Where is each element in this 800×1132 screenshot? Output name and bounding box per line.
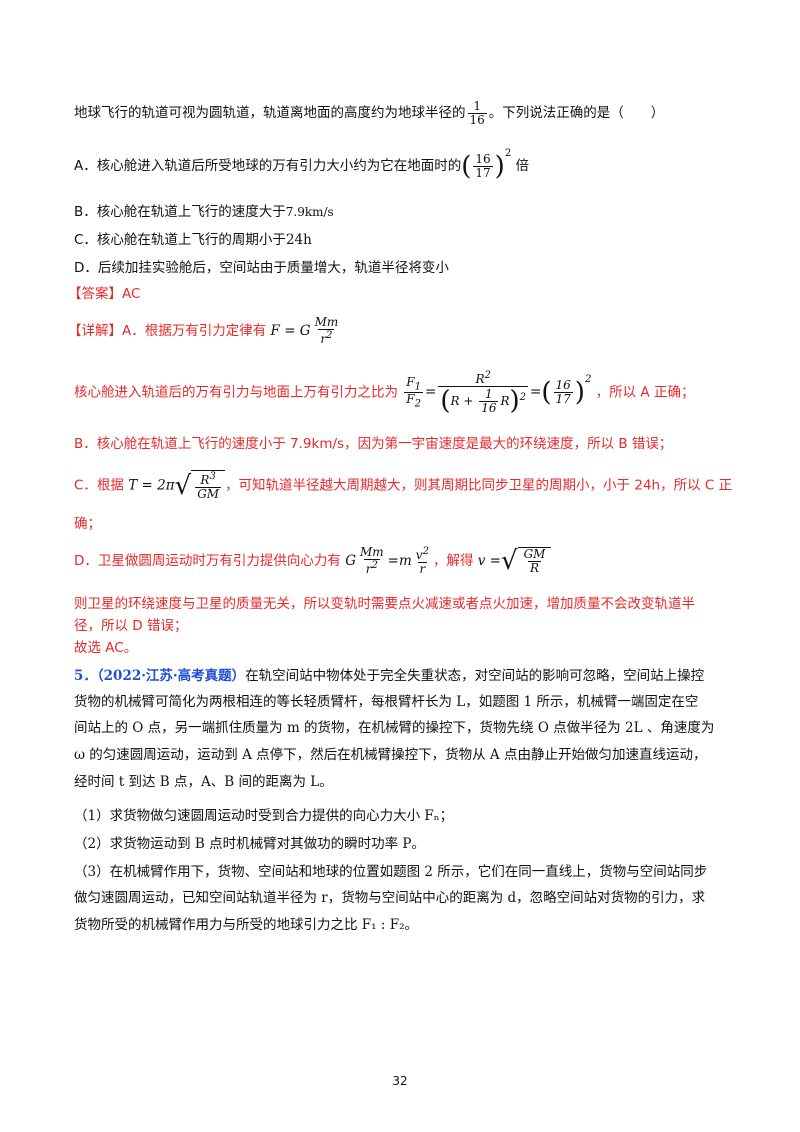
detail-line-8: 径，所以 D 错误； (74, 618, 188, 634)
option-d: D．后续加挂实验舱后，空间站由于质量增大，轨道半径将变小 (74, 260, 449, 276)
q5-line-2: 货物的机械臂可简化为两根相连的等长轻质臂杆，每根臂杆长为 L，如题图 1 所示，… (74, 694, 699, 710)
detail-line-7: 则卫星的环绕速度与卫星的质量无关，所以变轨时需要点火减速或者点火加速，增加质量不… (74, 596, 695, 612)
q5-part-3b: 做匀速圆周运动，已知空间站轨道半径为 r，货物与空间站中心的距离为 d，忽略空间… (74, 890, 706, 906)
q5-line-1: 5．（2022·江苏·高考真题）在轨空间站中物体处于完全失重状态，对空间站的影响… (74, 668, 705, 684)
question-source: （2022·江苏·高考真题） (96, 668, 246, 684)
q5-part-1: （1）求货物做匀速圆周运动时受到合力提供的向心力大小 Fₙ； (74, 808, 454, 824)
intro-tail: 。下列说法正确的是（ ） (488, 105, 665, 122)
page-number: 32 (392, 1074, 408, 1088)
q5-line-4: ω 的匀速圆周运动，运动到 A 点停下，然后在机械臂操控下，货物从 A 点由静止… (74, 747, 707, 763)
q5-part-3a: （3）在机械臂作用下，货物、空间站和地球的位置如题图 2 所示，它们在同一直线上… (74, 864, 708, 880)
intro-text: 地球飞行的轨道可视为圆轨道，轨道离地面的高度约为地球半径的 (74, 105, 466, 122)
option-c: C．核心舱在轨道上飞行的周期小于24h (74, 232, 312, 248)
q5-part-3c: 货物所受的机械臂作用力与所受的地球引力之比 F₁ : F₂。 (74, 917, 418, 933)
option-b: B．核心舱在轨道上飞行的速度大于7.9km/s (74, 204, 334, 220)
q5-line-3: 间站上的 O 点，另一端抓住质量为 m 的货物，在机械臂的操控下，货物先绕 O … (74, 720, 715, 736)
answer: 【答案】AC (68, 286, 141, 302)
detail-line-5: 确； (74, 516, 101, 532)
question-number: 5． (74, 668, 97, 684)
q5-line-5: 经时间 t 到达 B 点，A、B 间的距离为 L。 (74, 774, 333, 790)
detail-line-9: 故选 AC。 (74, 640, 138, 656)
q5-part-2: （2）求货物运动到 B 点时机械臂对其做功的瞬时功率 P。 (74, 836, 425, 852)
detail-line-3: B．核心舱在轨道上飞行的速度小于 7.9km/s，因为第一宇宙速度是最大的环绕速… (74, 436, 673, 452)
